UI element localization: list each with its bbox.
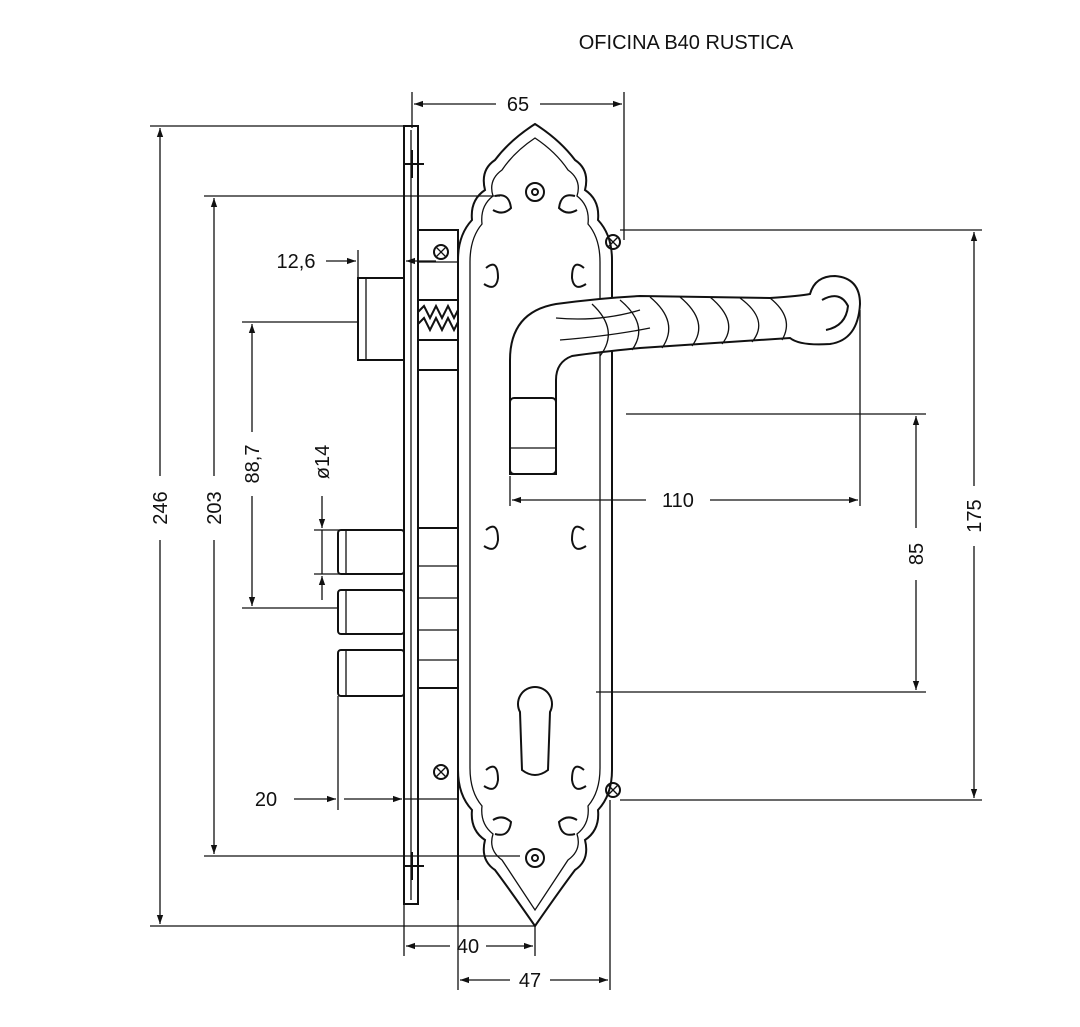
dim-label-88-7: 88,7 [242, 445, 264, 484]
side-screws [433, 234, 621, 798]
keyhole [517, 686, 553, 776]
dim-width-top: 65 [411, 92, 625, 240]
dim-label-175: 175 [964, 499, 986, 532]
dim-label-246: 246 [150, 491, 172, 524]
dim-label-47: 47 [519, 970, 541, 992]
dim-handle-to-cylinder: 85 [596, 413, 928, 693]
dim-label-40: 40 [457, 936, 479, 958]
dim-handle-length: 110 [509, 310, 861, 512]
dim-label-12-6: 12,6 [277, 251, 316, 273]
dim-label-20: 20 [255, 789, 277, 811]
dim-latch-projection: 12,6 [277, 250, 436, 280]
dim-label-65: 65 [507, 94, 529, 116]
dim-front-to-center: 40 [403, 904, 536, 958]
drawing-title: OFICINA B40 RUSTICA [579, 32, 794, 54]
dim-screw-spacing: 175 [620, 229, 986, 801]
dim-label-110: 110 [662, 490, 694, 512]
dim-backset-latch: 88,7 [242, 321, 358, 609]
lock-faceplate [403, 125, 424, 905]
lever-handle [509, 274, 862, 475]
dim-label-203: 203 [204, 491, 226, 524]
dim-bolt-projection: 20 [255, 696, 458, 811]
dim-height-inner: 203 [204, 195, 520, 857]
dim-height-total: 246 [150, 125, 535, 927]
dead-bolts [337, 529, 405, 697]
dim-label-85: 85 [906, 543, 928, 565]
dim-label-d14: ø14 [312, 445, 334, 479]
dim-bolt-diameter: ø14 [312, 445, 340, 600]
escutcheon-plate [433, 122, 621, 928]
dim-plate-width: 47 [457, 800, 611, 992]
